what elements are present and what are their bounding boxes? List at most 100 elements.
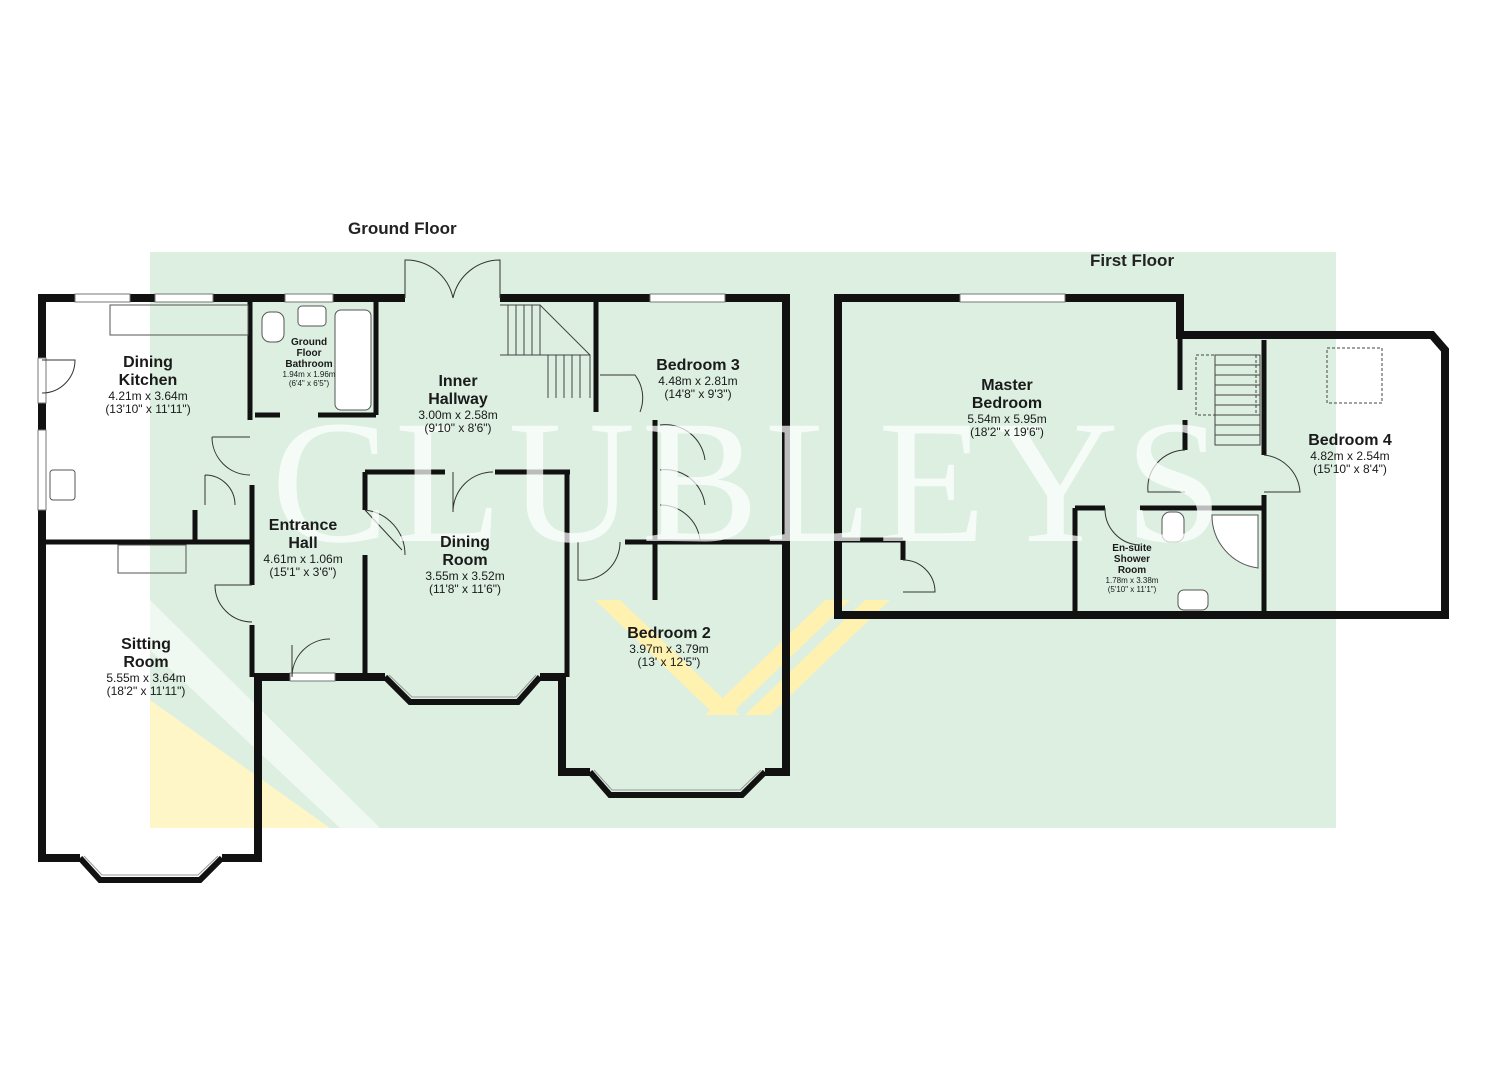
ground-floor-title: Ground Floor — [348, 219, 457, 238]
bay-sitting-room — [77, 855, 225, 883]
room-dining-kitchen: Dining Kitchen 4.21m x 3.64m (13'10" x 1… — [105, 354, 190, 416]
room-name: Master Bedroom — [971, 377, 1043, 412]
bay-sitting-inner — [83, 855, 219, 876]
room-ground-floor-bathroom: Ground Floor Bathroom 1.94m x 1.96m (6'4… — [283, 337, 336, 388]
bay-bedroom-2 — [587, 769, 768, 798]
room-sitting-room: Sitting Room 5.55m x 3.64m (18'2" x 11'1… — [106, 636, 185, 698]
window-entrance-door — [289, 672, 336, 682]
window-bath — [284, 293, 334, 303]
room-metric: 3.97m x 3.79m — [629, 642, 709, 656]
room-master-bedroom: Master Bedroom 5.54m x 5.95m (18'2" x 19… — [967, 377, 1046, 439]
room-metric: 4.82m x 2.54m — [1310, 449, 1390, 463]
watermark: CLUBLEYS — [271, 385, 1229, 580]
window-kitchen-north-2 — [154, 293, 214, 303]
room-imperial: (13' x 12'5") — [637, 655, 701, 669]
room-imperial: (13'10" x 11'11") — [105, 402, 191, 416]
door-cupboard-first — [902, 559, 936, 593]
wall-first-floor — [834, 294, 1449, 619]
room-name: Bedroom 4 — [1308, 432, 1392, 449]
wall-west — [38, 294, 80, 862]
bath-tub — [334, 309, 372, 411]
room-imperial: (5'10" x 11'1") — [1107, 585, 1157, 594]
stairs-first — [1214, 354, 1261, 446]
logo-chevron-right-1 — [595, 600, 740, 715]
room-bedroom-3: Bedroom 3 4.48m x 2.81m (14'8" x 9'3") — [656, 357, 740, 401]
shower-tray — [1211, 514, 1259, 569]
room-ensuite-shower-room: En-suite Shower Room 1.78m x 3.38m (5'10… — [1106, 543, 1159, 594]
room-metric: 4.48m x 2.81m — [658, 374, 738, 388]
room-inner-hallway: Inner Hallway 3.00m x 2.58m (9'10" x 8'6… — [418, 373, 497, 435]
room-name: Entrance Hall — [268, 517, 338, 552]
logo-chevron-left-band — [150, 600, 380, 828]
basin-ground — [297, 305, 327, 327]
room-imperial: (9'10" x 8'6") — [424, 421, 492, 435]
door-cupboard — [204, 474, 236, 506]
window-bed3 — [649, 293, 726, 303]
room-name: Bedroom 2 — [627, 625, 711, 642]
room-metric: 5.55m x 3.64m — [106, 671, 186, 685]
window-kitchen-west-1 — [37, 357, 47, 404]
wc-ensuite — [1161, 511, 1185, 543]
room-name: Bedroom 3 — [656, 357, 740, 374]
door-front — [291, 638, 331, 678]
window-kitchen-west-2 — [37, 429, 47, 511]
room-dining-room: Dining Room 3.55m x 3.52m (11'8" x 11'6"… — [425, 534, 504, 596]
room-imperial: (18'2" x 11'11") — [106, 684, 186, 698]
room-bedroom-2: Bedroom 2 3.97m x 3.79m (13' x 12'5") — [627, 625, 711, 669]
kitchen-sink — [49, 469, 76, 501]
kitchen-counter — [109, 304, 249, 336]
stair-void — [1195, 354, 1257, 416]
sitting-unit — [117, 544, 187, 574]
bay-dining-room — [382, 674, 543, 705]
door-entrance-sitting — [214, 584, 253, 623]
room-imperial: (6'4" x 6'5") — [288, 379, 330, 388]
bay-bed2-inner — [593, 769, 762, 791]
basin-ensuite — [1177, 589, 1209, 611]
door-inner-hallway-french — [404, 259, 501, 299]
door-dining — [364, 509, 406, 556]
door-kitchen-west — [41, 359, 76, 394]
door-master-landing — [1147, 449, 1186, 493]
door-kitchen-hall — [211, 436, 251, 476]
wall-sitting-south — [222, 673, 290, 862]
logo-chevron-right-2 — [705, 600, 850, 715]
first-floor-title: First Floor — [1090, 251, 1175, 270]
room-imperial: (11'8" x 11'6") — [428, 582, 502, 596]
wall-north-bed3 — [725, 294, 790, 776]
logo-chevron-right-3 — [745, 600, 890, 715]
room-entrance-hall: Entrance Hall 4.61m x 1.06m (15'1" x 3'6… — [263, 517, 342, 579]
room-imperial: (14'8" x 9'3") — [664, 387, 732, 401]
room-metric: 3.55m x 3.52m — [425, 569, 505, 583]
room-metric: 4.21m x 3.64m — [108, 389, 188, 403]
door-bedroom-2 — [577, 541, 621, 581]
bay-dining-inner — [388, 674, 537, 698]
room-name: En-suite Shower Room — [1112, 543, 1152, 576]
wall-bed2-bay-left — [540, 673, 590, 776]
door-ensuite — [1104, 507, 1141, 546]
wc-ground — [261, 311, 285, 343]
window-kitchen-north-1 — [74, 293, 131, 303]
room-metric: 1.94m x 1.96m — [282, 370, 336, 379]
room-imperial: (15'1" x 3'6") — [269, 565, 337, 579]
room-name: Sitting Room — [121, 636, 171, 671]
wardrobe-doors — [659, 424, 706, 541]
room-metric: 3.00m x 2.58m — [418, 408, 498, 422]
room-metric: 4.61m x 1.06m — [263, 552, 343, 566]
room-name: Inner Hallway — [428, 373, 488, 408]
room-name: Ground Floor Bathroom — [285, 337, 333, 370]
room-metric: 5.54m x 5.95m — [967, 412, 1047, 426]
door-bedroom-4 — [1263, 454, 1301, 493]
room-bedroom-4: Bedroom 4 4.82m x 2.54m (15'10" x 8'4") — [1308, 432, 1392, 476]
stairs-ground — [500, 304, 591, 398]
room-metric: 1.78m x 3.38m — [1105, 576, 1159, 585]
door-hall-dining — [452, 471, 494, 513]
skylight — [1326, 347, 1383, 404]
room-name: Dining Kitchen — [118, 354, 178, 389]
door-bedroom-3 — [600, 374, 644, 413]
logo-chevron-left — [150, 700, 330, 828]
room-imperial: (18'2" x 19'6") — [970, 425, 1044, 439]
room-imperial: (15'10" x 8'4") — [1313, 462, 1387, 476]
window-master — [959, 293, 1066, 303]
room-name: Dining Room — [440, 534, 490, 569]
